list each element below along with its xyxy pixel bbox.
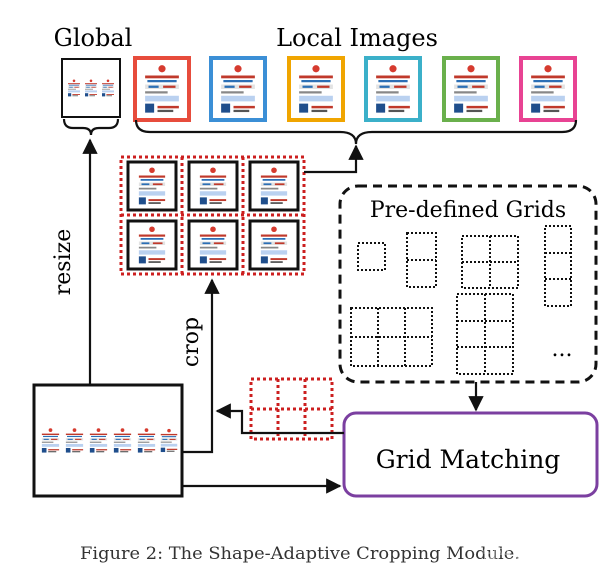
crop-cell-1: [126, 160, 178, 212]
grid-option-2x3: [350, 307, 433, 367]
crop-cell-3: [248, 160, 300, 212]
more-grids-ellipsis: ...: [552, 337, 573, 362]
matched-grid-small: [249, 377, 334, 441]
arrow-crop: [182, 278, 220, 454]
crop-cell-4: [126, 219, 178, 271]
local-images-row: [133, 56, 577, 122]
crop-label: crop: [179, 317, 204, 367]
local-image-1: [133, 56, 191, 122]
global-image: [61, 58, 121, 118]
grid-option-2x2: [461, 235, 519, 289]
grid-matching-block: Grid Matching: [342, 411, 599, 498]
grid-option-1x1: [357, 242, 386, 271]
resize-label: resize: [51, 229, 76, 295]
global-brace: [62, 118, 120, 136]
local-image-2: [209, 56, 267, 122]
arrow-matching-to-crop: [215, 403, 344, 435]
input-image: [32, 383, 184, 498]
local-images-label: Local Images: [276, 24, 438, 52]
local-image-6: [519, 56, 577, 122]
cropped-grid: [119, 155, 306, 276]
crop-cell-6: [248, 219, 300, 271]
predefined-grids-title: Pre-defined Grids: [370, 198, 566, 223]
local-images-brace: [134, 119, 578, 145]
local-image-3: [287, 56, 345, 122]
crop-cell-2: [187, 160, 239, 212]
grid-matching-label: Grid Matching: [376, 445, 561, 474]
local-image-4: [364, 56, 422, 122]
grid-option-3x2: [456, 293, 514, 375]
arrow-crops-to-local: [304, 144, 364, 174]
predefined-grids-panel: Pre-defined Grids: [338, 184, 598, 384]
global-label: Global: [54, 24, 133, 52]
crop-cell-5: [187, 219, 239, 271]
figure-caption: Figure 2: The Shape-Adaptive Cropping Mo…: [80, 544, 520, 564]
grid-option-2x1: [406, 232, 437, 288]
watermark: 知乎 @Emirmirin: [483, 546, 597, 563]
local-image-5: [442, 56, 500, 122]
grid-option-3x1: [544, 225, 572, 307]
